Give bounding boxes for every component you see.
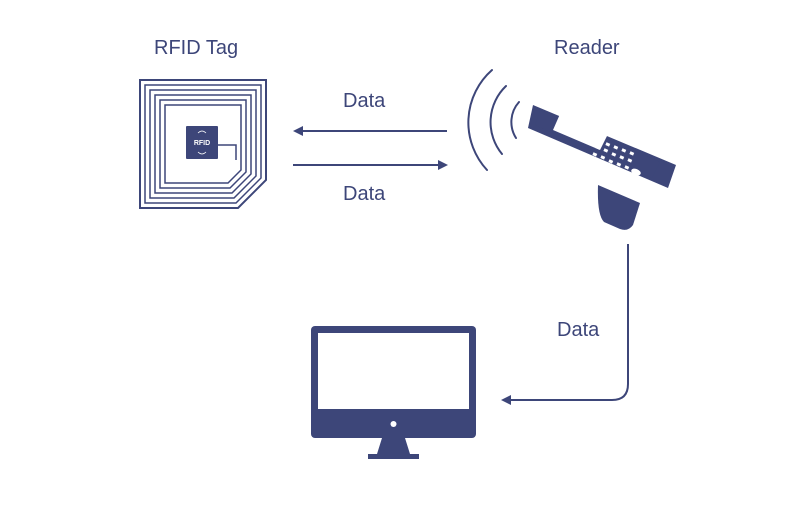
monitor-icon xyxy=(311,326,476,459)
chip-label: RFID xyxy=(194,140,210,147)
reader-label: Reader xyxy=(554,37,620,59)
data-label-reader-to-computer: Data xyxy=(557,319,600,341)
rfid-tag-label: RFID Tag xyxy=(154,37,239,59)
signal-waves-icon xyxy=(467,69,520,171)
arrow-reader-to-computer xyxy=(501,244,629,405)
rfid-chip xyxy=(186,126,218,159)
data-label-tag-to-reader: Data xyxy=(343,183,386,205)
handheld-reader-icon xyxy=(528,105,676,230)
power-dot xyxy=(390,421,397,427)
data-label-reader-to-tag: Data xyxy=(343,90,386,112)
rfid-tag-icon: RFID xyxy=(139,79,267,209)
